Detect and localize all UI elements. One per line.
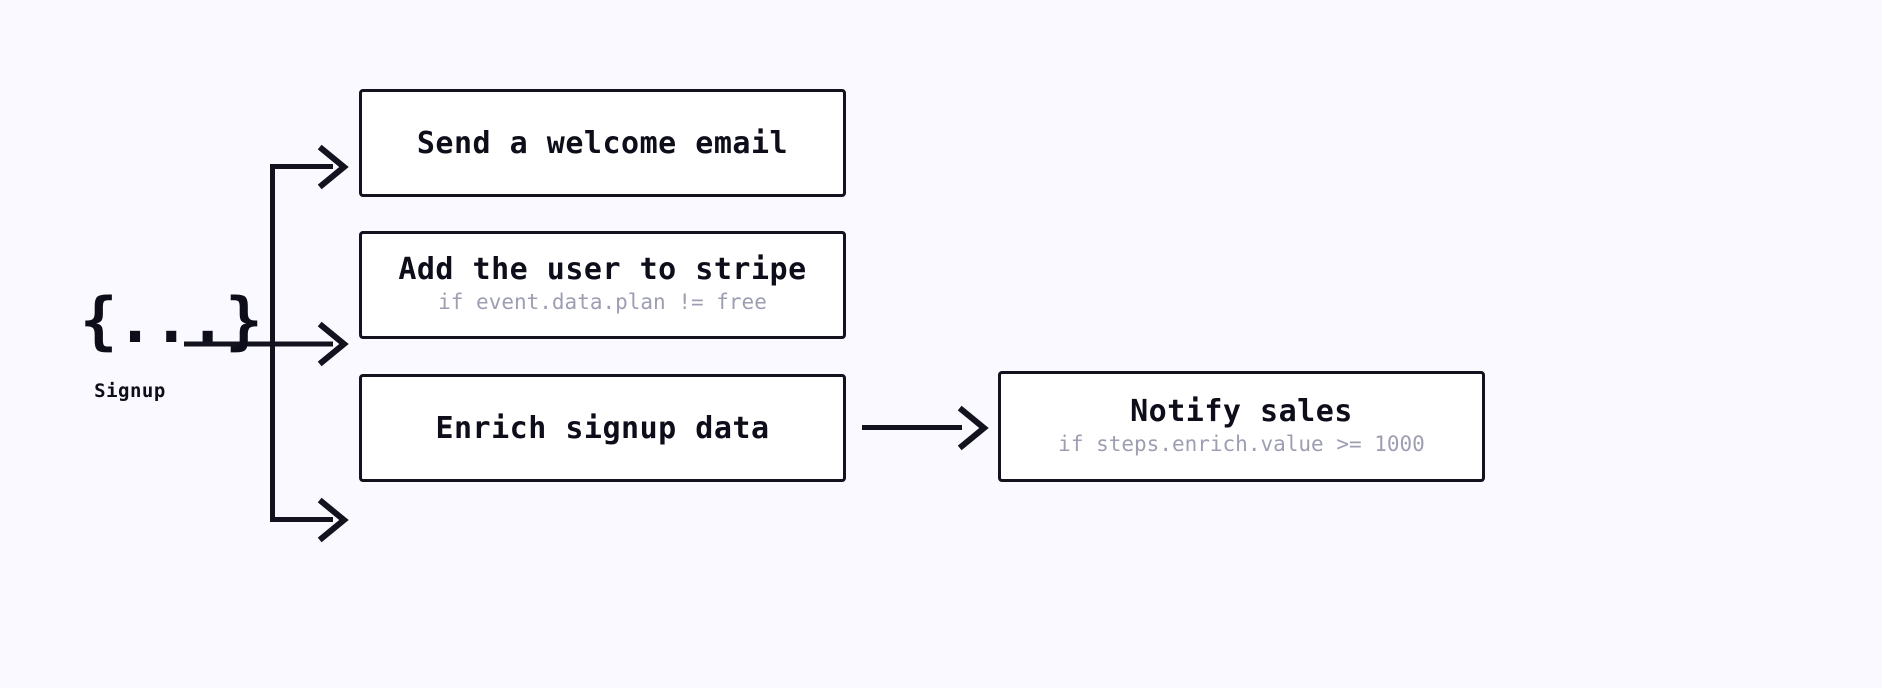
step-title: Send a welcome email [416,125,789,161]
step-title: Add the user to stripe [398,252,807,288]
step-box-notify[interactable]: Notify sales if steps.enrich.value >= 10… [998,371,1485,482]
arrowhead-notify [957,405,989,451]
trigger-node[interactable]: {...} Signup [80,284,263,403]
json-braces-icon: {...} [80,284,263,357]
step-box-enrich[interactable]: Enrich signup data [359,374,846,482]
arrowhead-enrich [317,497,349,543]
step-title: Notify sales [1130,393,1353,429]
step-condition: if event.data.plan != free [438,290,767,315]
step-box-welcome[interactable]: Send a welcome email [359,89,846,197]
step-box-stripe[interactable]: Add the user to stripe if event.data.pla… [359,231,846,339]
arrowhead-welcome [317,144,349,190]
step-title: Enrich signup data [435,410,770,446]
step-condition: if steps.enrich.value >= 1000 [1058,431,1425,456]
trigger-label: Signup [94,380,166,402]
arrowhead-stripe [317,321,349,367]
